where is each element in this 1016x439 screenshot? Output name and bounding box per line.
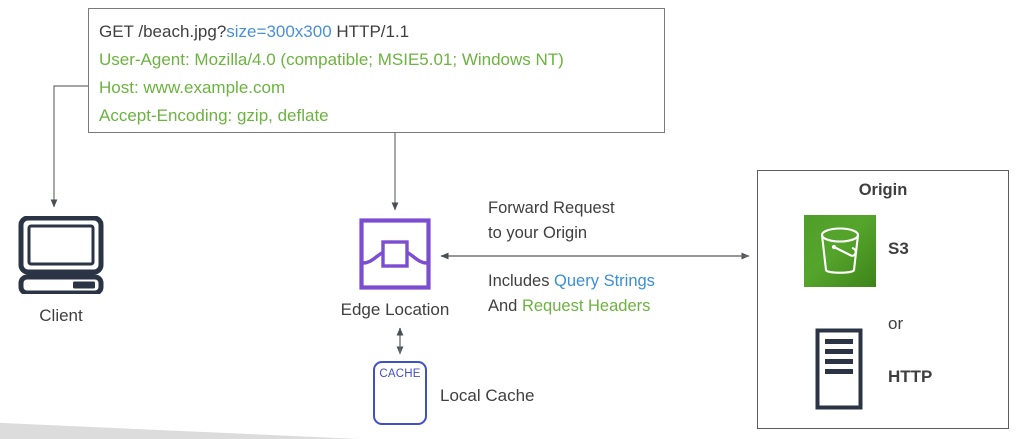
http-label: HTTP (888, 367, 933, 386)
query-strings-highlight: Query Strings (554, 272, 655, 290)
request-method-path: GET /beach.jpg? (99, 22, 227, 41)
desktop-computer-icon (18, 216, 104, 294)
edge-location-label: Edge Location (340, 300, 450, 319)
arrow-request-to-client (50, 85, 88, 208)
local-cache-label: Local Cache (440, 386, 535, 405)
or-label: or (888, 314, 904, 333)
includes-annotation: Includes Query Strings And Request Heade… (488, 269, 655, 319)
request-header-accept-encoding: Accept-Encoding: gzip, deflate (99, 106, 329, 125)
origin-title: Origin (858, 181, 908, 199)
decorative-wedge (0, 422, 360, 439)
cache-icon-text: CACHE (379, 368, 421, 380)
forward-request-line2: to your Origin (488, 224, 588, 242)
includes-query-strings-line: Includes Query Strings (488, 269, 655, 294)
includes-prefix: Includes (488, 272, 555, 290)
request-header-user-agent: User-Agent: Mozilla/4.0 (compatible; MSI… (99, 50, 564, 69)
cloudfront-edge-icon (359, 218, 431, 290)
and-request-headers-line: And Request Headers (488, 294, 655, 319)
forward-request-annotation: Forward Request to your Origin (488, 196, 615, 246)
forward-request-line1: Forward Request (488, 199, 615, 217)
origin-panel: Origin S3 or HTTP (757, 170, 1009, 429)
request-line-1: GET /beach.jpg?size=300x300 HTTP/1.1 (99, 18, 664, 46)
and-prefix: And (488, 297, 522, 315)
request-query-string: size=300x300 (226, 22, 332, 41)
cache-box-icon: CACHE (373, 361, 427, 425)
s3-label: S3 (888, 239, 909, 258)
http-server-icon (815, 328, 863, 410)
request-protocol: HTTP/1.1 (331, 22, 410, 41)
client-label: Client (39, 306, 83, 325)
request-header-host: Host: www.example.com (99, 78, 286, 97)
http-request-box: GET /beach.jpg?size=300x300 HTTP/1.1 Use… (88, 8, 665, 133)
s3-bucket-icon (804, 215, 876, 287)
request-headers-highlight: Request Headers (521, 297, 651, 315)
